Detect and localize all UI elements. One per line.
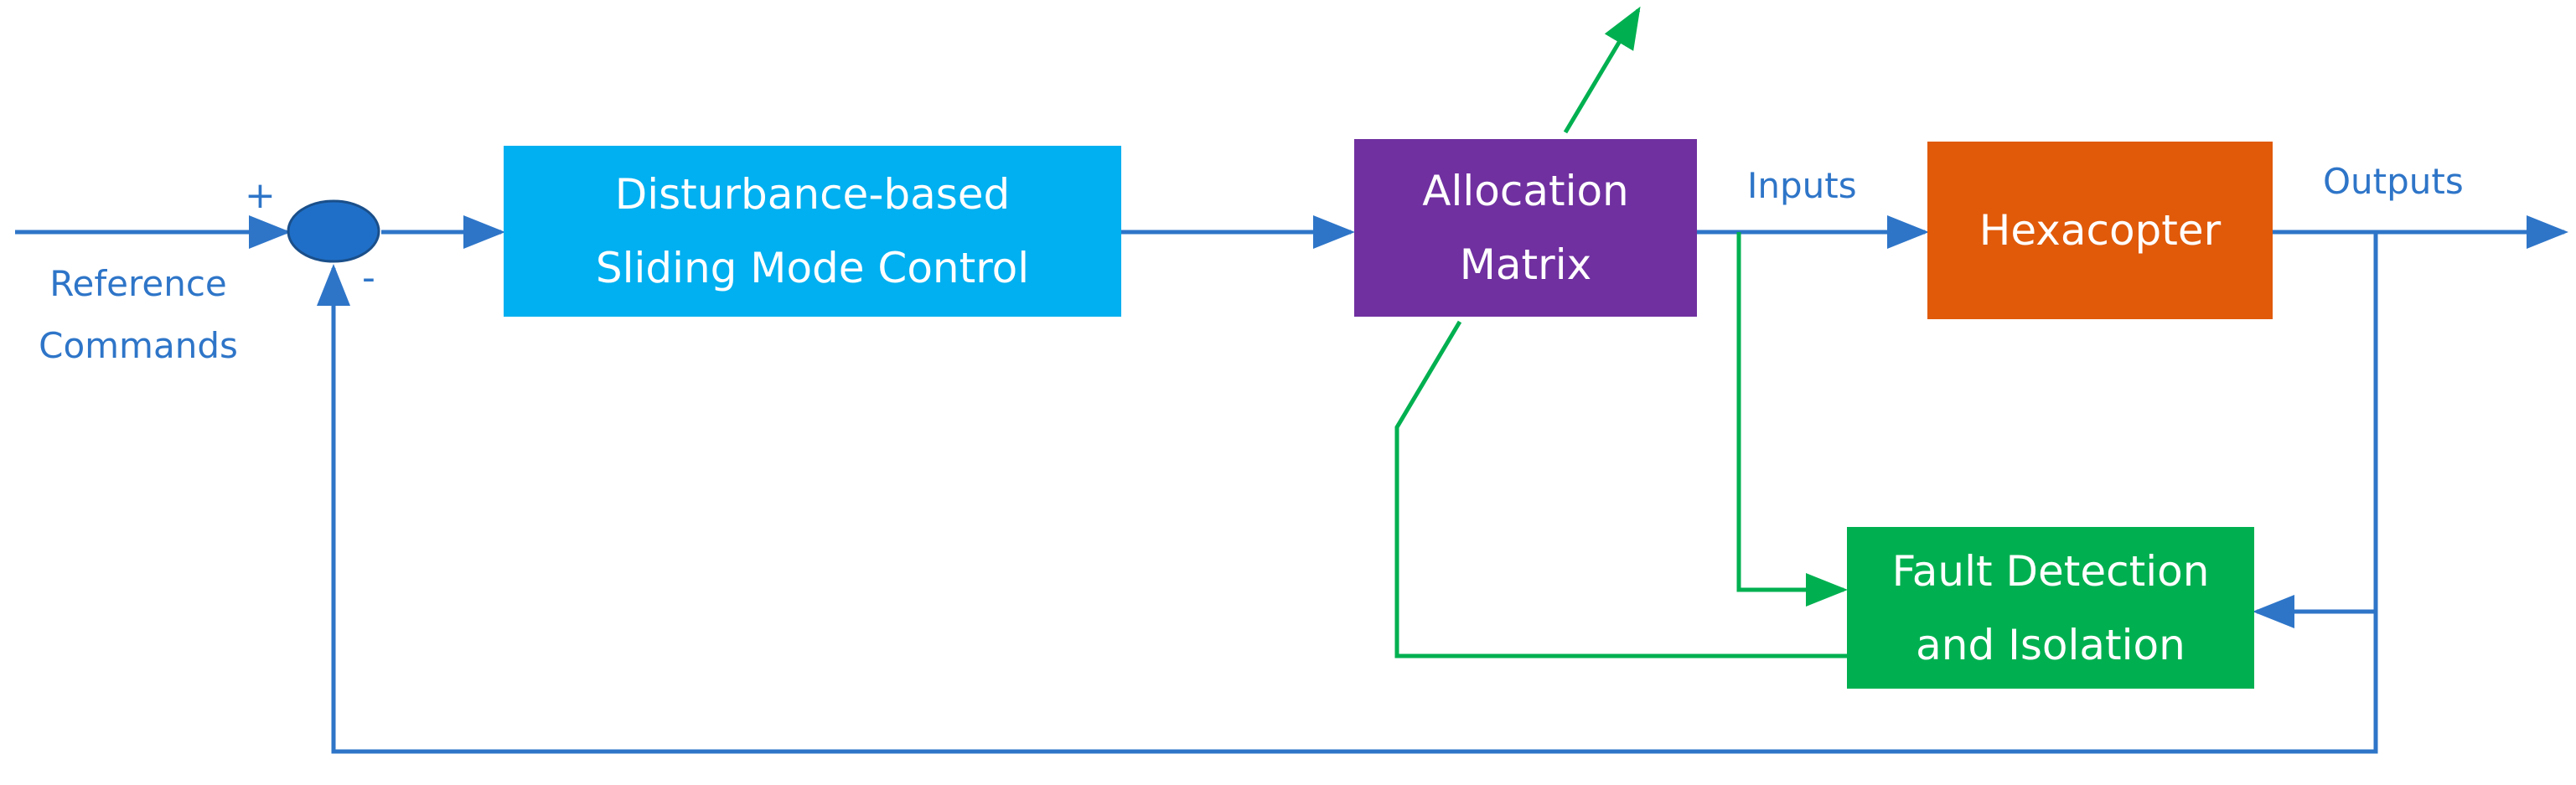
fdi-reconfiguration-path [1394, 320, 1847, 658]
reference-label-line2: Commands [39, 325, 238, 366]
plus-sign: + [245, 174, 276, 217]
hexacopter-block: Hexacopter [1927, 142, 2273, 319]
reference-commands-label: Reference Commands [25, 261, 251, 369]
controller-label-line1: Disturbance-based [614, 170, 1011, 219]
hexacopter-label: Hexacopter [1979, 206, 2222, 255]
fault-detection-block: Fault Detection and Isolation [1847, 527, 2254, 689]
inputs-label: Inputs [1747, 165, 1857, 206]
controller-block: Disturbance-based Sliding Mode Control [504, 146, 1121, 317]
minus-sign: - [362, 256, 375, 299]
outputs-label: Outputs [2323, 161, 2464, 202]
allocation-label-line2: Matrix [1459, 240, 1592, 289]
signal-lines [15, 215, 2568, 754]
allocation-matrix-block: Allocation Matrix [1354, 139, 1697, 317]
inputs-to-fdi-arrow [1736, 232, 1848, 607]
output-feedback-path [317, 232, 2378, 754]
fault-lines [1394, 6, 1848, 658]
reconfiguration-arrow-out [1563, 6, 1641, 134]
controller-label-line2: Sliding Mode Control [595, 244, 1030, 292]
fdi-label-line1: Fault Detection [1891, 546, 2210, 596]
fdi-label-line2: and Isolation [1916, 620, 2185, 669]
summing-junction [287, 199, 380, 263]
allocation-label-line1: Allocation [1422, 167, 1629, 215]
reference-label-line1: Reference [49, 263, 227, 304]
